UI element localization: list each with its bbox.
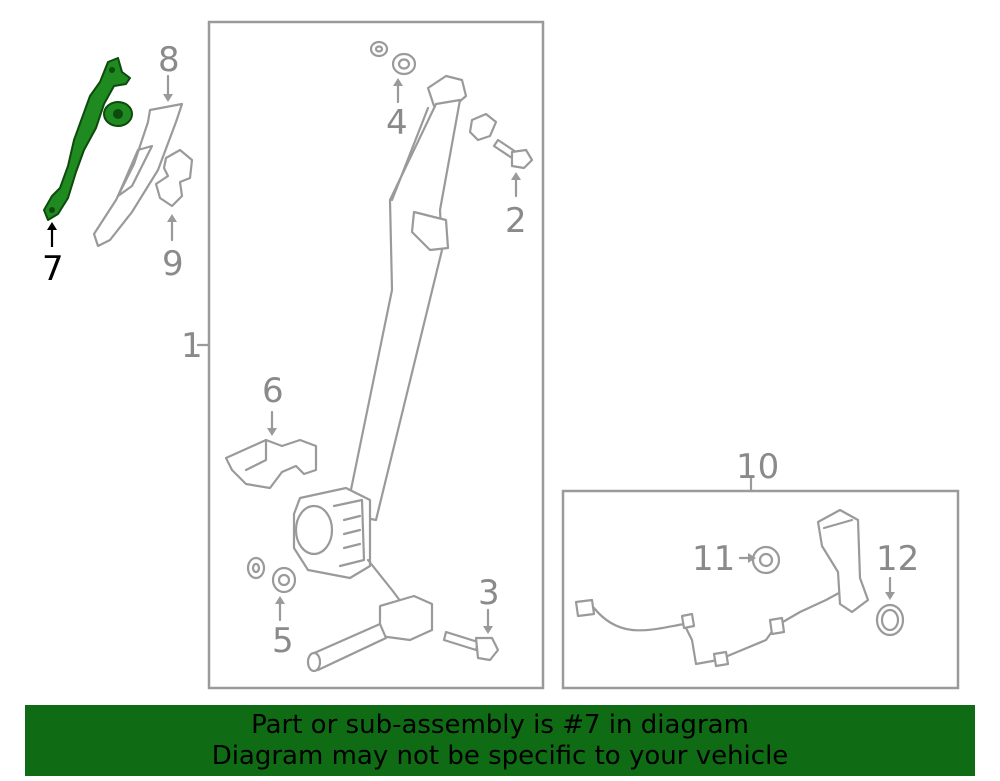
label-7[interactable]: 7 [42,249,64,289]
part-8-trim-cover[interactable] [92,102,184,248]
label-5[interactable]: 5 [272,621,294,661]
assembly-1-box [207,20,545,690]
label-12[interactable]: 12 [876,539,919,579]
label-10[interactable]: 10 [736,447,779,487]
label-8[interactable]: 8 [158,40,180,80]
part-11-nut[interactable] [751,545,781,575]
part-4-nut[interactable] [369,40,417,76]
label-6[interactable]: 6 [262,371,284,411]
info-banner: Part or sub-assembly is #7 in diagram Di… [25,705,975,776]
part-5-nut[interactable] [246,556,297,594]
part-7-anchor-adjuster[interactable] [43,57,133,221]
label-3[interactable]: 3 [478,573,500,613]
part-9-clip[interactable] [154,148,194,208]
assembly-10-box [561,489,960,690]
label-4[interactable]: 4 [386,103,408,143]
label-11[interactable]: 11 [692,539,735,579]
label-1[interactable]: 1 [181,326,203,366]
part-12-washer[interactable] [875,603,905,637]
banner-part-text: Part or sub-assembly is #7 in diagram [251,710,749,740]
part-1-seat-belt-assembly[interactable] [292,74,468,673]
part-10-buckle-assembly[interactable] [574,508,870,668]
banner-disclaimer-text: Diagram may not be specific to your vehi… [211,741,789,771]
label-9[interactable]: 9 [162,244,184,284]
part-6-bracket[interactable] [224,438,318,490]
part-2-bolt[interactable] [468,112,534,170]
parts-diagram: 1 2 3 4 5 6 7 8 9 10 11 12 [42,20,960,690]
label-2[interactable]: 2 [505,201,527,241]
label-7-arrowhead [47,222,57,230]
part-3-bolt[interactable] [442,630,500,662]
